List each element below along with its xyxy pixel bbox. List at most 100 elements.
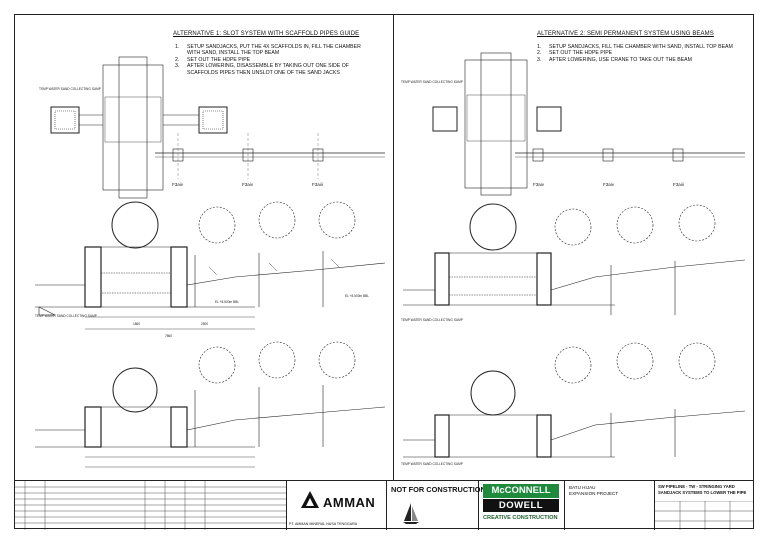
contractor-block: McCONNELL DOWELL CREATIVE CONSTRUCTION: [479, 481, 565, 530]
sandjack-left: [84, 406, 102, 448]
sand-chamber: [100, 272, 172, 294]
sump-inner-right: [202, 110, 224, 130]
elevation-label: EL +8.500m BBL: [345, 294, 369, 298]
sandjack-right: [536, 252, 552, 306]
revision-table: [15, 481, 287, 530]
status-block: NOT FOR CONSTRUCTION: [387, 481, 486, 530]
step-text: SETUP SANDJACKS, FILL THE CHAMBER WITH S…: [549, 44, 733, 50]
alt1-plan-view: [50, 56, 385, 199]
support-frame: [532, 148, 544, 162]
pipe-ghost: [258, 341, 296, 379]
sump-label: TEMP WATER SAND COLLECTING SUMP: [39, 87, 101, 91]
project-name: BATU HIJAU EXPANSION PROJECT: [569, 485, 618, 497]
frame-label: F3aiv: [603, 182, 615, 187]
client-subtitle: PT. AMMAN MINERAL NUSA TENGGARA: [289, 522, 358, 526]
support-frame: [602, 148, 614, 162]
plan-frame: [464, 59, 528, 189]
sailboat-logo-icon: [403, 503, 419, 524]
client-name: AMMAN: [323, 495, 376, 510]
alt1-section-upper: [35, 201, 386, 330]
alt1-step-2: 2.SET OUT THE HDPE PIPE: [175, 57, 375, 63]
sandjack-right: [170, 406, 188, 448]
contractor-tagline: CREATIVE CONSTRUCTION: [483, 515, 558, 521]
sandjack-left: [434, 414, 450, 458]
step-number: 1.: [175, 44, 180, 50]
frame-label: F3aiii: [312, 182, 323, 187]
step-number: 3.: [537, 56, 542, 63]
step-text: AFTER LOWERING, USE CRANE TO TAKE OUT TH…: [549, 56, 692, 63]
plan-chamber: [104, 96, 162, 143]
alt2-section-lower: [403, 342, 746, 458]
plan-inner-frame: [480, 52, 512, 196]
alt2-step-1: 1. SETUP SANDJACKS, FILL THE CHAMBER WITH…: [537, 44, 747, 50]
step-number: 2.: [175, 56, 180, 63]
frame-label: F3aiii: [673, 182, 684, 187]
sump-label: TEMP WATER SAND COLLECTING SUMP: [401, 80, 463, 84]
pipe-ghost: [318, 341, 356, 379]
elevation-label: EL +8.500m BBL: [215, 300, 239, 304]
sump-label: TEMP WATER SAND COLLECTING SUMP: [35, 314, 97, 318]
step-number: 2.: [537, 50, 542, 57]
pipe-ghost: [678, 342, 716, 380]
ground-profile: [35, 246, 386, 286]
step-number: 1.: [537, 44, 542, 50]
frame-label: F3aiv: [242, 182, 254, 187]
sump-label: TEMP WATER SAND COLLECTING SUMP: [401, 318, 463, 322]
sand-chamber: [448, 276, 538, 296]
sump-inner-left: [54, 110, 76, 130]
hdpe-pipe: [469, 203, 517, 251]
alt1-steps: 1.SETUP SANDJACKS, PUT THE 4X SCAFFOLDS …: [175, 44, 375, 76]
alt2-step-2: 2. SET OUT THE HDPE PIPE: [537, 50, 747, 56]
ground-profile: [403, 410, 746, 441]
support-frame: [672, 148, 684, 162]
step-number: 3.: [175, 63, 180, 70]
drawing-title-line: SANDJACK SYSTEMS TO LOWER THE PIPE: [658, 489, 747, 495]
dim-label: 1860: [133, 322, 140, 326]
sandjack-right: [536, 414, 552, 458]
sandjack-right: [170, 246, 188, 308]
plan-frame: [102, 64, 164, 191]
alt2-steps: 1. SETUP SANDJACKS, FILL THE CHAMBER WITH…: [537, 44, 747, 63]
pipe-ghost: [258, 201, 296, 239]
amman-logo-icon: [301, 491, 319, 508]
alt1-title: ALTERNATIVE 1: SLOT SYSTEM WITH SCAFFOLD…: [173, 31, 360, 37]
drawing-title: SW PIPELINE - TW - STRINGING YARD SANDJA…: [658, 484, 746, 495]
project-line: BATU HIJAU: [569, 485, 596, 490]
pipe-ghost: [616, 206, 654, 244]
hdpe-pipe: [111, 201, 159, 249]
hdpe-pipe: [112, 367, 158, 413]
alt1-step-3: 3. AFTER LOWERING, DISASSEMBLE BY TAKING …: [175, 63, 375, 76]
pipe-ghost: [554, 208, 592, 246]
project-line: EXPANSION PROJECT: [569, 491, 619, 496]
alt1-step-1: 1.SETUP SANDJACKS, PUT THE 4X SCAFFOLDS …: [175, 44, 375, 57]
alt2-step-3: 3. AFTER LOWERING, USE CRANE TO TAKE OUT …: [537, 57, 747, 63]
step-text: SET OUT THE HDPE PIPE: [549, 50, 613, 57]
sump-box-left: [432, 106, 458, 132]
plan-chamber: [466, 94, 526, 142]
project-block: BATU HIJAU EXPANSION PROJECT: [565, 481, 655, 530]
sump-box-right: [536, 106, 562, 132]
dowell-logo: DOWELL: [483, 499, 559, 512]
ground-profile: [35, 406, 386, 431]
drawing-title-line: SW PIPELINE - TW - STRINGING YARD: [658, 484, 735, 489]
frame-label: F3aiv: [533, 182, 545, 187]
ground-profile: [403, 252, 746, 291]
status-stamp: NOT FOR CONSTRUCTION: [391, 485, 486, 494]
slope-marker: [38, 306, 56, 316]
pipe-ghost: [616, 342, 654, 380]
drawing-sheet: ALTERNATIVE 1: SLOT SYSTEM WITH SCAFFOLD…: [14, 14, 754, 530]
cad-drawing: F3aiv F3aiv F3aiii TEMP WATER SAND COLLE…: [35, 52, 746, 468]
plan-inner-frame: [118, 56, 148, 199]
drawing-number-grid: [655, 501, 753, 530]
pipe-ghost: [554, 346, 592, 384]
step-text: AFTER LOWERING, DISASSEMBLE BY TAKING OU…: [187, 63, 349, 76]
hdpe-pipe: [470, 370, 516, 416]
sandjack-left: [434, 252, 450, 306]
alt1-section-lower: [35, 341, 386, 468]
pipe-ghost: [198, 346, 236, 384]
sandjack-left: [84, 246, 102, 308]
frame-label: F3aiv: [172, 182, 184, 187]
drawing-title-block: SW PIPELINE - TW - STRINGING YARD SANDJA…: [655, 481, 753, 530]
mcconnell-logo: McCONNELL: [483, 484, 559, 498]
dim-label: 7860: [165, 334, 172, 338]
